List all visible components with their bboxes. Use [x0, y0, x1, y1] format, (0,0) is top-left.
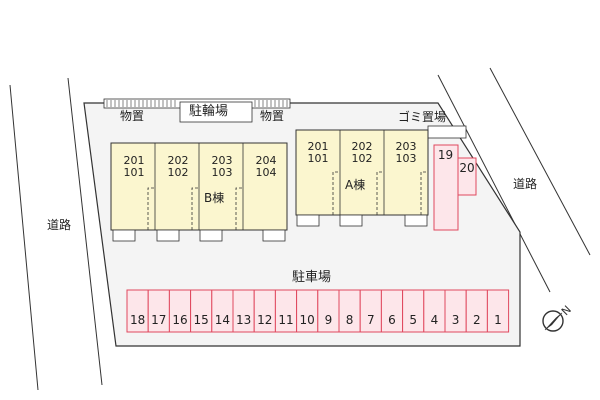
parking-spot-label: 2 [472, 313, 481, 327]
parking-spot-label: 16 [172, 313, 188, 327]
bicycle-parking-strip [103, 98, 291, 123]
road-left-edge-outer [9, 84, 39, 391]
parking-spot-label: 12 [257, 313, 273, 327]
parking-spot-label: 5 [409, 313, 417, 327]
parking-spot-label: 9 [324, 313, 333, 327]
building-b [110, 142, 288, 242]
north-arrow-icon: N [542, 303, 574, 332]
parking-spot-label: 11 [278, 313, 294, 327]
bicycle-parking-label: 駐輪場 [189, 104, 229, 119]
building-b-label: B棟 [204, 191, 225, 205]
parking-spot-label: 6 [388, 313, 396, 327]
parking-spot-label: 18 [129, 313, 146, 327]
parking-spot-20 [457, 157, 477, 196]
parking-spot-label: 20 [459, 161, 475, 175]
parking-spot-label: 15 [193, 313, 209, 327]
road-left-edge-inner [67, 77, 103, 386]
parking-spot-1 [486, 289, 510, 333]
building-a-label: A棟 [345, 178, 366, 192]
parking-lot-label: 駐車場 [292, 270, 332, 285]
storage-right-label: 物置 [260, 109, 285, 123]
parking-spot-label: 4 [430, 313, 439, 327]
road-right-edge-outer [489, 67, 591, 256]
parking-spot-label: 17 [151, 313, 167, 327]
garbage-label: ゴミ置場 [398, 110, 447, 124]
parking-spot-label: 7 [366, 313, 375, 327]
parking-row [126, 289, 510, 333]
parking-spot-label: 13 [235, 313, 252, 327]
road-right-edge-inner [437, 74, 551, 293]
parking-spot-label: 19 [437, 148, 454, 162]
parking-spot-label: 14 [214, 313, 231, 327]
parking-spot-label: 3 [451, 313, 460, 327]
parking-spot-label: 10 [299, 313, 315, 327]
parking-spot-label: 8 [345, 313, 354, 327]
building-a [295, 129, 429, 227]
road-right-label: 道路 [513, 177, 538, 191]
garbage-area [427, 125, 467, 139]
road-left-label: 道路 [47, 218, 72, 232]
storage-left-label: 物置 [120, 109, 145, 123]
parking-spot-label: 1 [494, 313, 502, 327]
